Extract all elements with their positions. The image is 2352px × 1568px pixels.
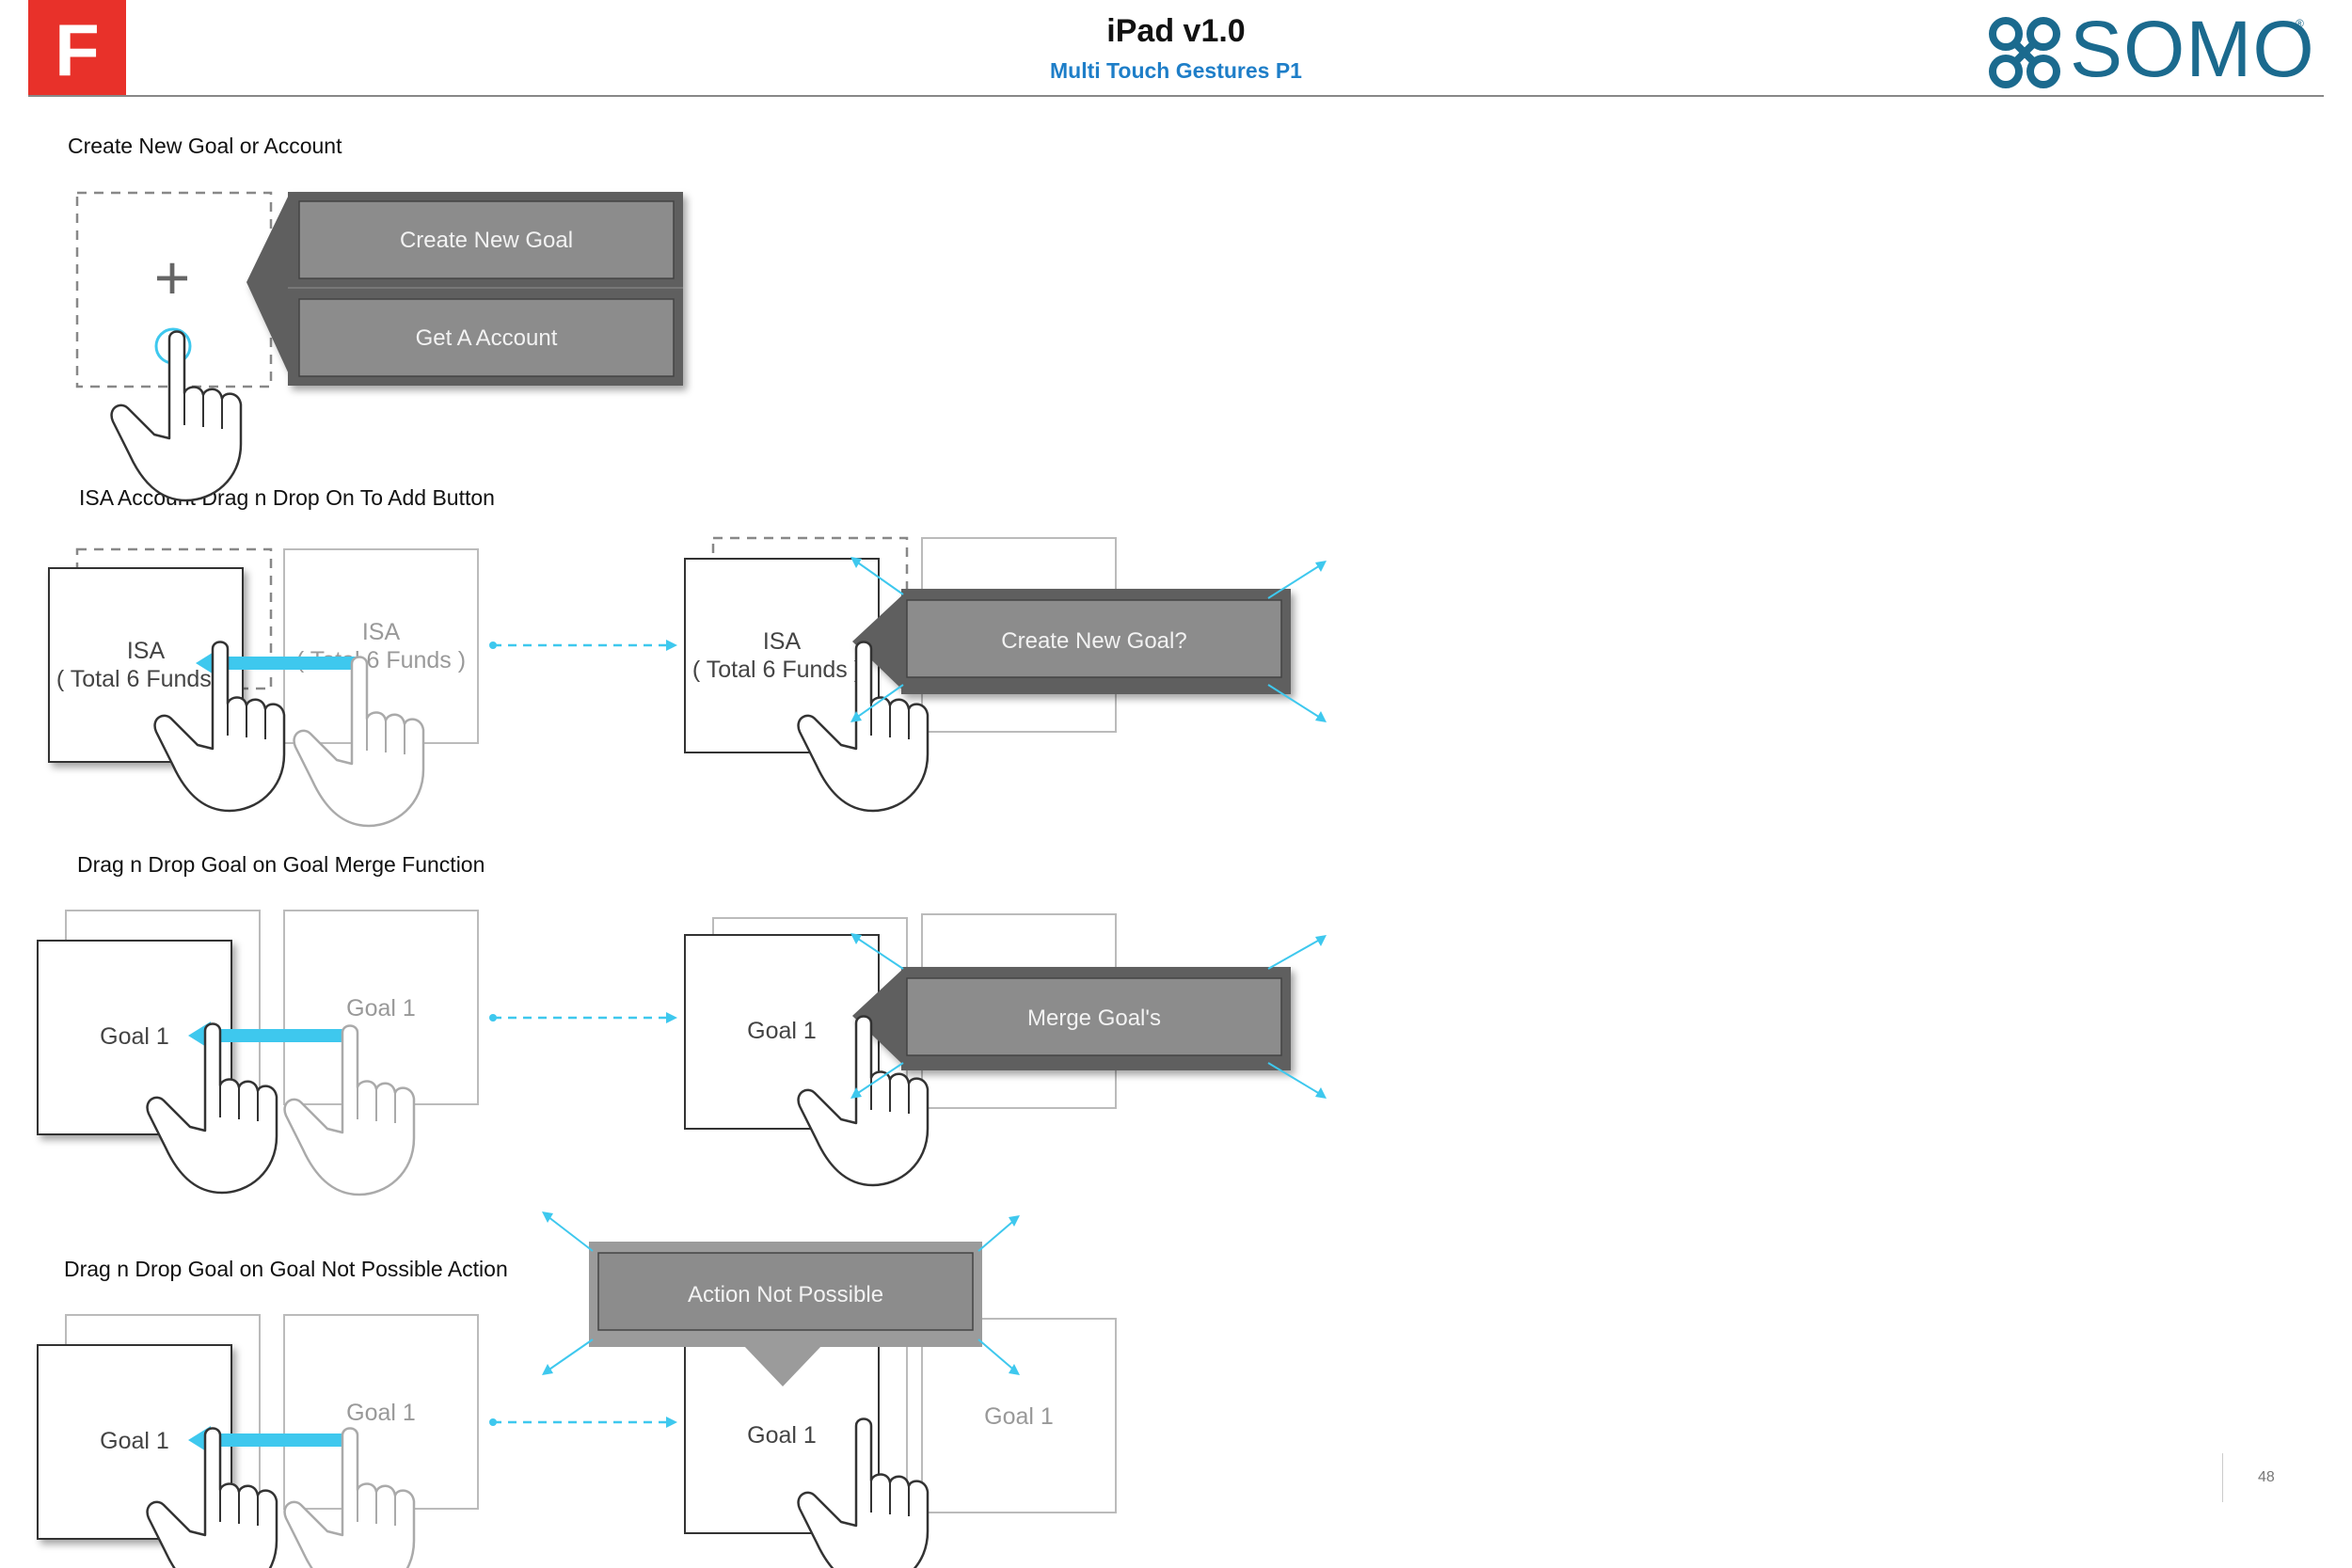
isa-ghost-card [283,548,479,744]
page-subtitle: Multi Touch Gestures P1 [1050,58,1302,83]
np-ghost-card [283,1314,479,1510]
create-new-goal-button[interactable] [298,200,675,279]
isa-ghost-title: ISA [362,619,401,645]
create-new-goal-question-label: Create New Goal? [1001,628,1186,654]
add-plus-icon: + [154,243,191,312]
fidelity-logo: F [28,0,126,96]
somo-brand-text: SOMO [2070,5,2315,93]
np-result-title: Goal 1 [747,1422,817,1449]
merge-ghost-card [283,910,479,1105]
page-number: 48 [2258,1469,2275,1485]
merge-ghost-title: Goal 1 [346,995,416,1022]
isa-result-title: ISA [763,628,802,655]
somo-registered-mark: ® [2296,17,2304,30]
merge-result-card [684,934,880,1130]
np-ghost-title: Goal 1 [346,1400,416,1426]
create-new-goal-label: Create New Goal [400,228,573,253]
get-account-label: Get A Account [416,325,558,351]
isa-result-sub: ( Total 6 Funds ) [692,657,862,683]
np-side-title: Goal 1 [984,1403,1054,1430]
isa-result-card [684,558,880,753]
page-number-divider [2222,1453,2223,1502]
merge-drag-title: Goal 1 [100,1023,169,1050]
expand-arrows-icon [851,558,1326,721]
merge-result-title: Goal 1 [747,1018,817,1044]
action-not-possible-button[interactable] [597,1252,974,1331]
section-label-isa: ISA Account Drag n Drop On To Add Button [79,485,495,510]
header-divider [28,95,2324,97]
section-label-not-possible: Drag n Drop Goal on Goal Not Possible Ac… [64,1257,508,1281]
logo-letter: F [55,8,100,91]
np-drag-title: Goal 1 [100,1428,169,1454]
somo-logo-icon [1985,13,2064,92]
logo-mark-icon: F [55,8,100,91]
section-label-create: Create New Goal or Account [68,134,342,158]
section-label-merge: Drag n Drop Goal on Goal Merge Function [77,852,485,877]
merge-goals-button[interactable] [906,977,1282,1056]
get-account-button[interactable] [298,298,675,377]
create-new-goal-question-button[interactable] [906,599,1282,678]
action-not-possible-label: Action Not Possible [688,1282,883,1307]
tap-hand-icon [110,330,243,502]
page-title: iPad v1.0 [1106,13,1246,49]
merge-goals-label: Merge Goal's [1027,1006,1161,1031]
isa-drag-title: ISA [127,638,166,664]
isa-drag-sub: ( Total 6 Funds ) [56,666,226,692]
